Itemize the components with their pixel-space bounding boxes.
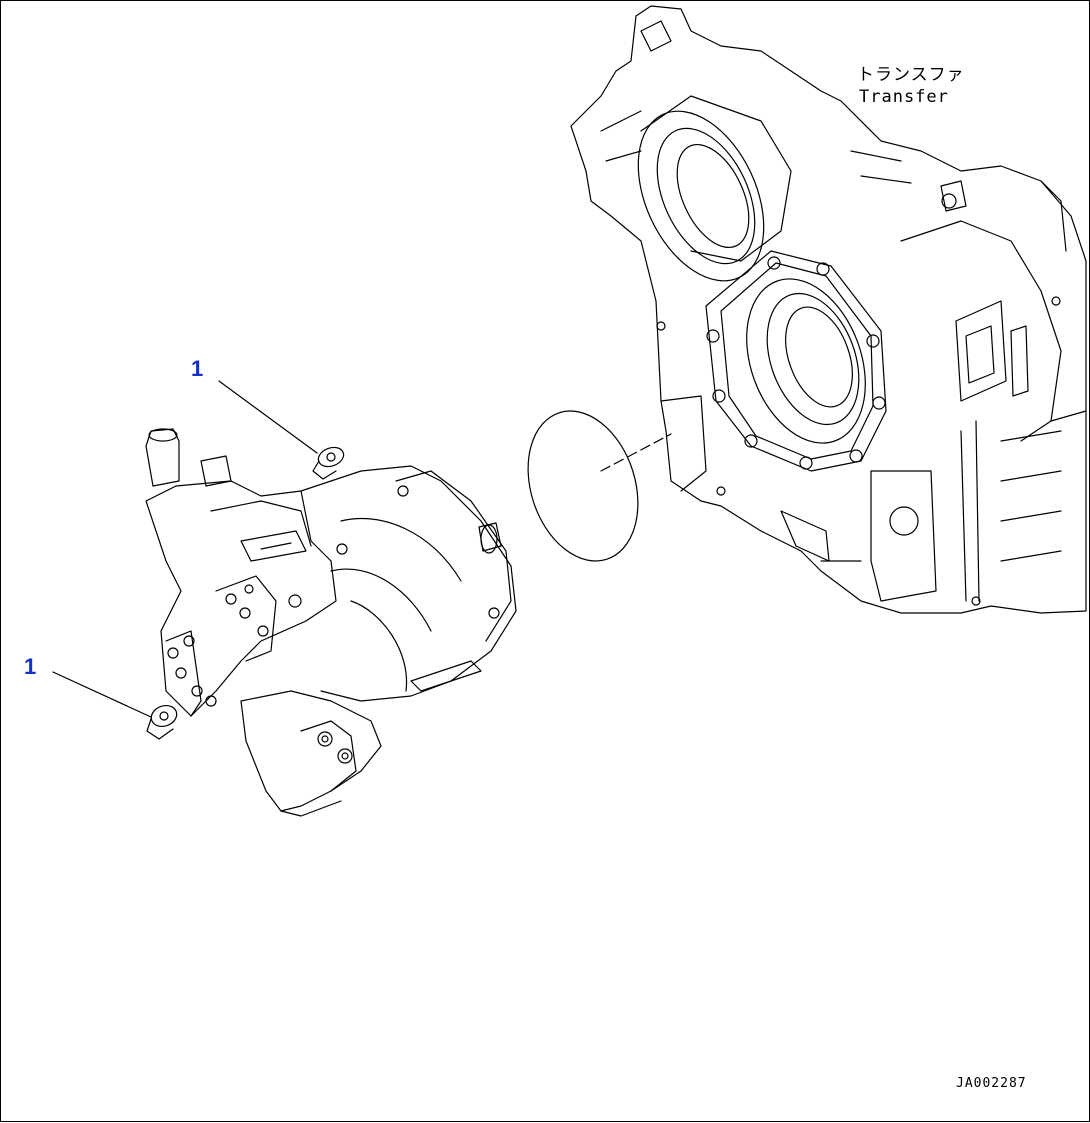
hydraulic-motor [145,428,517,817]
transfer-case [570,5,1087,614]
leader-line-lower [52,671,152,718]
o-ring [527,410,639,562]
transfer-label-english: Transfer [859,87,949,107]
plug-upper [312,446,345,480]
callout-1-upper: 1 [191,356,204,381]
leader-line-upper [218,380,318,454]
assembly-center-line [600,433,672,472]
callout-1-lower: 1 [24,654,37,679]
plug-lower [146,705,178,740]
transfer-label-japanese: トランスファ [857,65,965,85]
figure-id: JA002287 [956,1076,1027,1091]
